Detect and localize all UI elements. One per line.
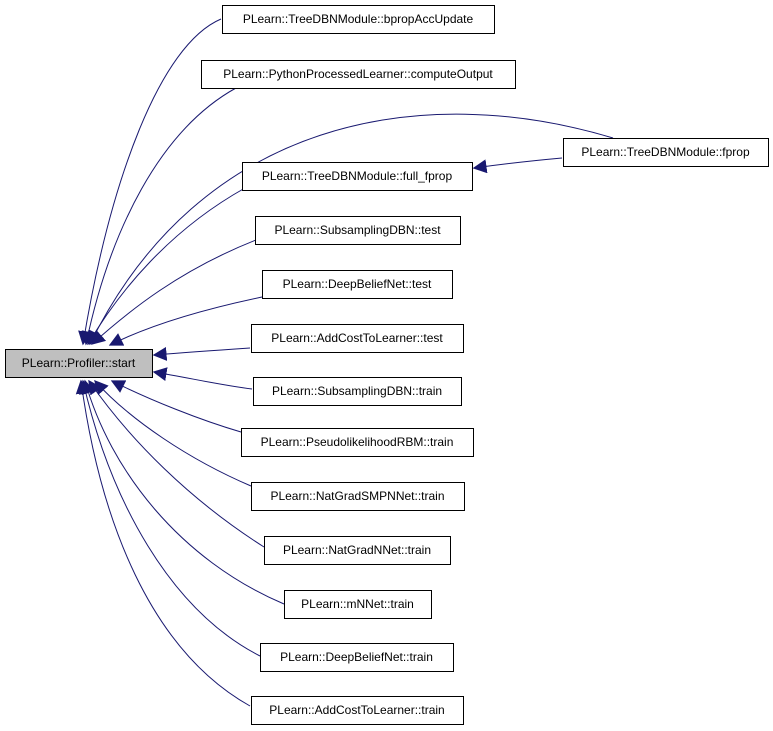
edge-arrow [78, 379, 261, 657]
node-box[interactable] [253, 377, 462, 406]
node-box[interactable] [5, 349, 153, 378]
edge-n13-to-root [78, 379, 261, 657]
edge-arrow [108, 296, 263, 346]
node-caller[interactable]: PLearn::TreeDBNModule::full_fprop [242, 162, 473, 191]
node-box[interactable] [241, 428, 474, 457]
edge-arrow [94, 379, 252, 487]
node-caller[interactable]: PLearn::mNNet::train [284, 590, 432, 619]
node-caller[interactable]: PLearn::SubsamplingDBN::test [255, 216, 461, 245]
node-box[interactable] [260, 643, 454, 672]
node-label: PLearn::TreeDBNModule::bpropAccUpdate [243, 12, 474, 26]
node-caller[interactable]: PLearn::PseudolikelihoodRBM::train [241, 428, 474, 457]
node-box[interactable] [284, 590, 432, 619]
node-label: PLearn::SubsamplingDBN::train [272, 384, 442, 398]
node-label: PLearn::AddCostToLearner::test [271, 331, 443, 345]
node-box[interactable] [262, 270, 453, 299]
node-caller[interactable]: PLearn::DeepBeliefNet::test [262, 270, 453, 299]
node-caller[interactable]: PLearn::PythonProcessedLearner::computeO… [201, 60, 516, 89]
node-caller[interactable]: PLearn::NatGradNNet::train [264, 536, 451, 565]
node-label: PLearn::TreeDBNModule::full_fprop [262, 169, 453, 183]
node-box[interactable] [251, 696, 464, 725]
edge-arrow [75, 379, 251, 707]
edge-arrow [89, 113, 614, 346]
node-box[interactable] [251, 324, 464, 353]
node-caller[interactable]: PLearn::AddCostToLearner::test [251, 324, 464, 353]
edge-n6-to-root [108, 296, 263, 346]
node-box[interactable] [201, 60, 516, 89]
edge-n9-to-root [110, 380, 242, 433]
edge-n4-to-root [89, 113, 614, 346]
node-caller[interactable]: PLearn::SubsamplingDBN::train [253, 377, 462, 406]
edge-n8-to-root [152, 367, 253, 390]
node-label: PLearn::mNNet::train [301, 597, 414, 611]
edge-n10-to-root [94, 379, 252, 487]
edge-n5-to-root [90, 239, 257, 345]
node-label: PLearn::DeepBeliefNet::test [283, 277, 432, 291]
node-label: PLearn::DeepBeliefNet::train [280, 650, 433, 664]
node-box[interactable] [563, 138, 769, 167]
edges [75, 18, 614, 707]
edge-n11-to-root [88, 379, 265, 548]
node-caller[interactable]: PLearn::TreeDBNModule::fprop [563, 138, 769, 167]
edge-arrow [90, 239, 257, 345]
node-box[interactable] [251, 482, 465, 511]
node-box[interactable] [264, 536, 451, 565]
edge-arrow [87, 187, 246, 346]
node-box[interactable] [255, 216, 461, 245]
nodes: PLearn::Profiler::start PLearn::TreeDBNMo… [5, 5, 769, 725]
edge-arrow [152, 346, 251, 361]
node-box[interactable] [242, 162, 473, 191]
edge-n1-to-root [78, 18, 222, 346]
edge-arrow [472, 157, 563, 174]
node-label: PLearn::PseudolikelihoodRBM::train [261, 435, 454, 449]
edge-n4-to-n3 [472, 157, 563, 174]
edge-arrow [81, 379, 285, 605]
node-label: PLearn::TreeDBNModule::fprop [581, 145, 750, 159]
node-box[interactable] [222, 5, 495, 34]
node-label: PLearn::NatGradSMPNNet::train [270, 489, 444, 503]
node-caller[interactable]: PLearn::TreeDBNModule::bpropAccUpdate [222, 5, 495, 34]
edge-n12-to-root [81, 379, 285, 605]
edge-n2-to-root [81, 87, 237, 346]
node-label: PLearn::Profiler::start [22, 356, 136, 370]
edge-arrow [152, 367, 253, 390]
node-caller[interactable]: PLearn::NatGradSMPNNet::train [251, 482, 465, 511]
edge-n3-to-root [87, 187, 246, 346]
node-caller[interactable]: PLearn::AddCostToLearner::train [251, 696, 464, 725]
edge-n14-to-root [75, 379, 251, 707]
edge-arrow [81, 87, 237, 346]
edge-arrow [88, 379, 265, 548]
node-label: PLearn::AddCostToLearner::train [269, 703, 444, 717]
node-caller[interactable]: PLearn::DeepBeliefNet::train [260, 643, 454, 672]
edge-n7-to-root [152, 346, 251, 361]
node-label: PLearn::PythonProcessedLearner::computeO… [223, 67, 493, 81]
edge-arrow [110, 380, 242, 433]
edge-arrow [78, 18, 222, 346]
node-root[interactable]: PLearn::Profiler::start [5, 349, 153, 378]
node-label: PLearn::SubsamplingDBN::test [274, 223, 441, 237]
node-label: PLearn::NatGradNNet::train [283, 543, 431, 557]
